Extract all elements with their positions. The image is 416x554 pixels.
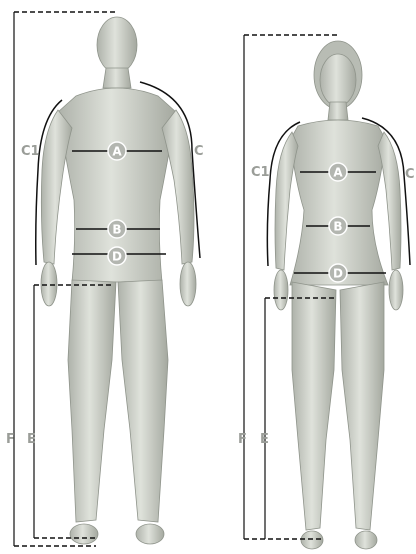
female-badge-a-text: A: [333, 166, 343, 180]
male-left-leg: [68, 280, 116, 522]
male-left-foot: [70, 524, 98, 544]
female-left-leg: [292, 282, 336, 530]
female-right-foot: [355, 531, 377, 549]
female-badge-a: A: [329, 163, 347, 181]
female-torso: [290, 120, 388, 285]
female-left-arm: [275, 132, 298, 270]
female-right-hand: [389, 270, 403, 310]
female-left-foot: [301, 531, 323, 549]
female-right-arm: [378, 132, 401, 270]
male-right-leg: [118, 280, 168, 522]
male-label-f: F: [6, 432, 15, 447]
male-badge-d: D: [108, 247, 126, 265]
female-label-f: F: [238, 432, 247, 447]
male-badge-d-text: D: [112, 250, 122, 264]
female-badge-d-text: D: [333, 267, 343, 281]
male-badge-b-text: B: [112, 223, 121, 237]
male-badge-a-text: A: [112, 145, 122, 159]
male-head: [97, 17, 137, 73]
male-left-hand: [41, 262, 57, 306]
female-neck: [328, 102, 348, 120]
female-figure: [274, 41, 403, 549]
male-left-arm: [41, 110, 72, 264]
female-label-c1: C1: [251, 165, 270, 180]
male-badge-a: A: [108, 142, 126, 160]
male-label-e: E: [27, 432, 36, 447]
female-label-c: C: [405, 167, 415, 182]
male-label-c1: C1: [21, 144, 40, 159]
male-figure: [41, 17, 196, 544]
male-right-foot: [136, 524, 164, 544]
female-head: [320, 54, 356, 106]
female-badge-b-text: B: [333, 220, 342, 234]
female-label-e: E: [260, 432, 269, 447]
female-badge-b: B: [329, 217, 347, 235]
male-label-c: C: [194, 144, 204, 159]
female-left-hand: [274, 270, 288, 310]
female-badge-d: D: [329, 264, 347, 282]
female-measurements: [244, 35, 410, 539]
female-right-leg: [340, 282, 384, 530]
male-right-arm: [162, 110, 194, 264]
male-right-hand: [180, 262, 196, 306]
male-badge-b: B: [108, 220, 126, 238]
male-neck: [103, 68, 131, 88]
